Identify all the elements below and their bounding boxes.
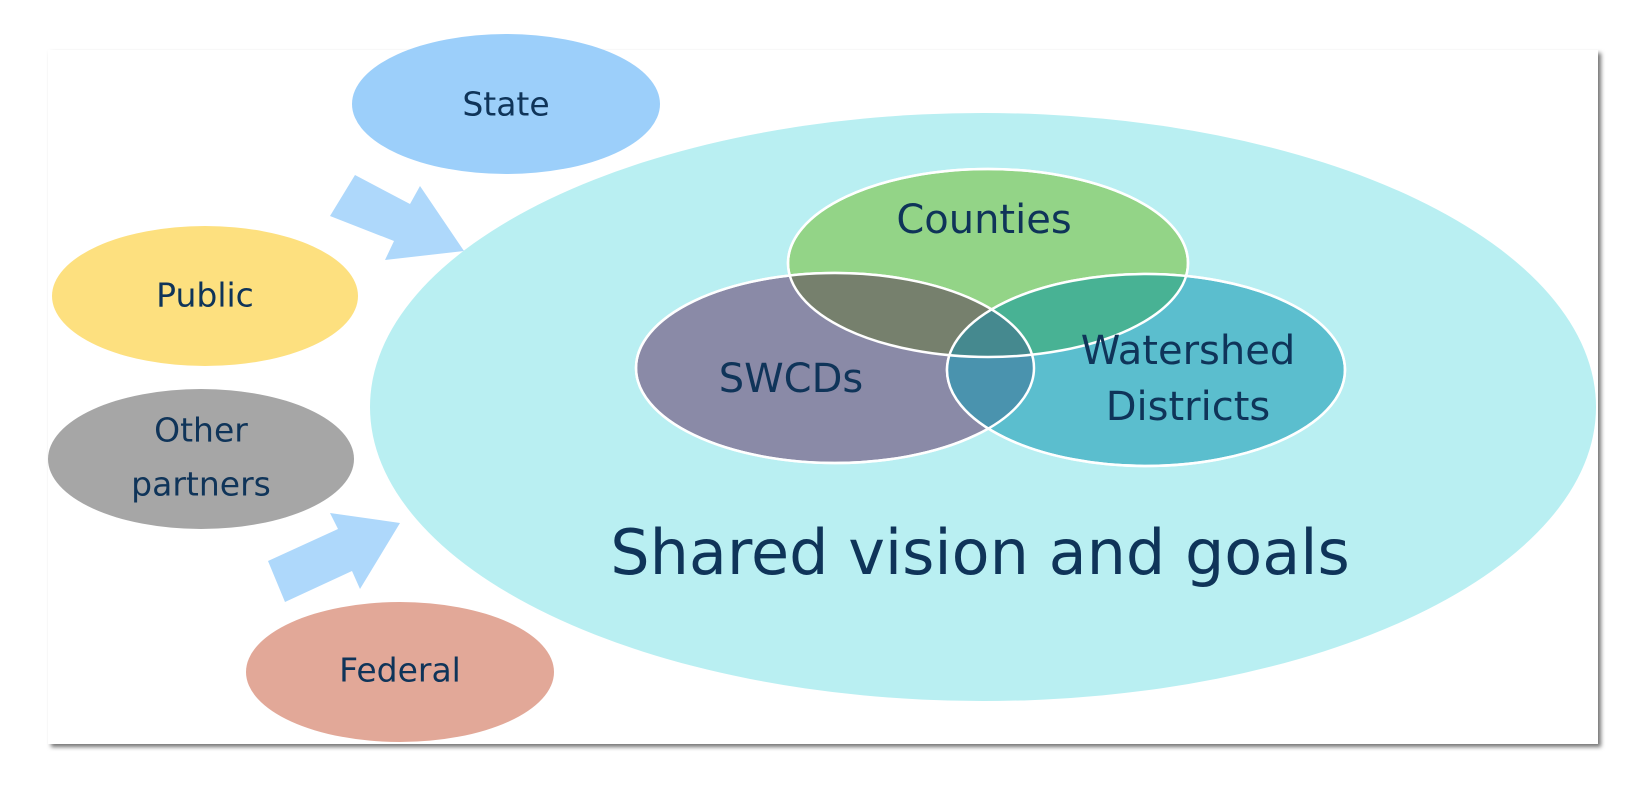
- swcds-label: SWCDs: [719, 356, 864, 402]
- watershed-label-line1: Watershed: [1081, 328, 1295, 374]
- federal-label: Federal: [339, 651, 461, 690]
- state-label: State: [462, 85, 549, 124]
- venn-overlaps: [634, 167, 1347, 468]
- swcds-outline: [634, 271, 1036, 465]
- state-ellipse: [352, 34, 660, 174]
- arrow-state-to-center: [330, 175, 464, 260]
- counties-swcds-overlap: [788, 273, 1034, 357]
- public-ellipse: [52, 226, 358, 366]
- diagram-title: Shared vision and goals: [610, 516, 1350, 589]
- counties-watershed-overlap: [947, 274, 1188, 357]
- federal-ellipse: [246, 602, 554, 742]
- counties-outline: [786, 167, 1190, 359]
- counties-label: Counties: [896, 197, 1071, 243]
- watershed-label-line2: Districts: [1106, 384, 1271, 430]
- other-partners-label-line2: partners: [131, 465, 271, 504]
- public-label: Public: [156, 276, 254, 315]
- other-partners-label-line1: Other: [154, 411, 248, 450]
- watershed-outline: [945, 272, 1347, 468]
- other-partners-ellipse: [48, 389, 354, 529]
- arrow-partners-to-center: [268, 513, 400, 602]
